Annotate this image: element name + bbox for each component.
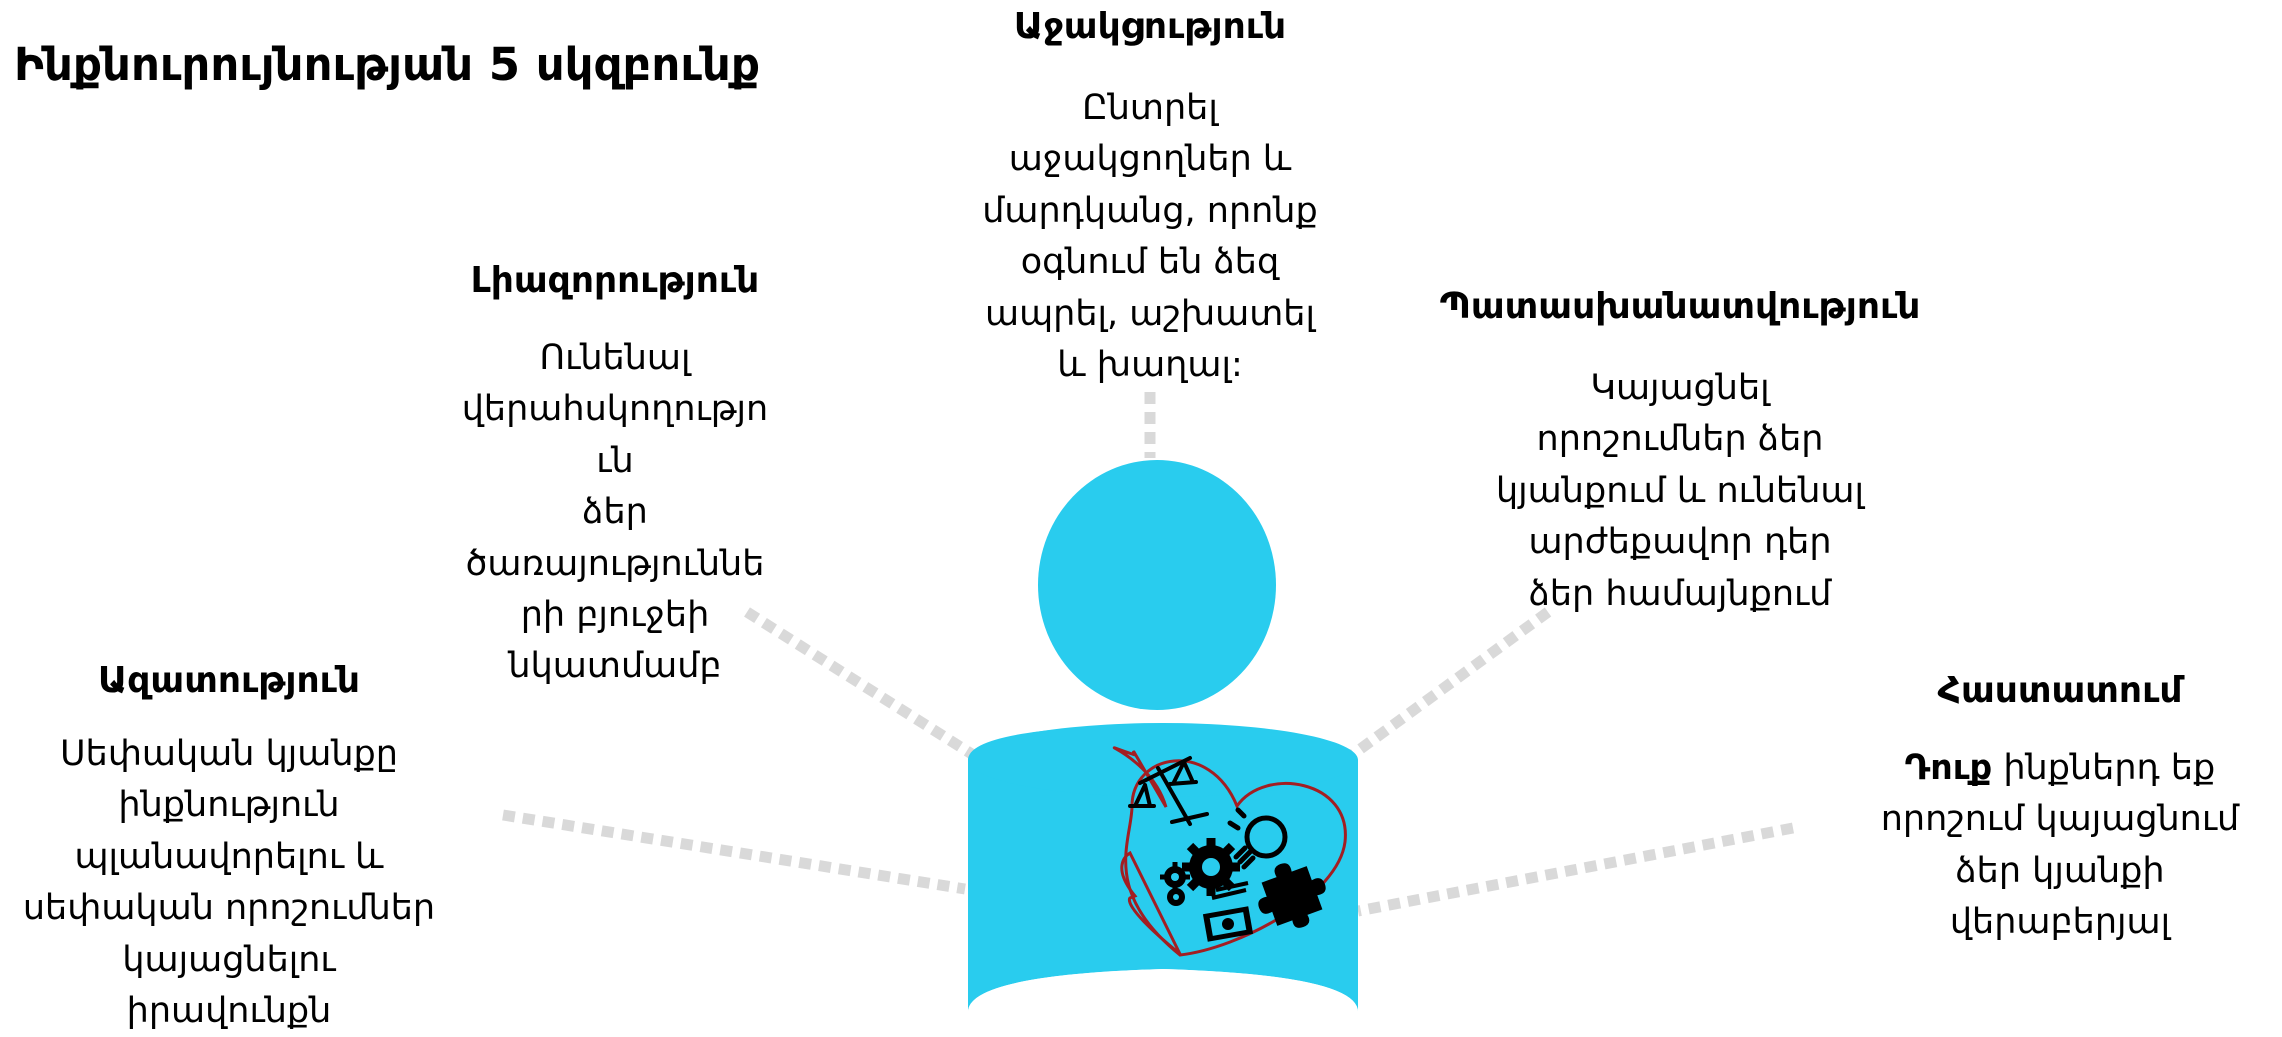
principle-confirmation-line-rest: ինքներդ եք	[1992, 747, 2216, 788]
principle-authority-description: Ունենալ վերահսկողությո ւն ձեր ծառայությո…	[420, 333, 810, 693]
principle-confirmation-line: որոշում կայացնում	[1880, 799, 2240, 840]
scales-icon	[1128, 756, 1209, 826]
principle-authority-line: Ունենալ	[539, 337, 691, 378]
page-title: Ինքնուրույնության 5 սկզբունք	[14, 38, 760, 91]
principle-support-heading: Աջակցություն	[1013, 6, 1287, 47]
principle-confirmation-line: ձեր կյանքի	[1955, 850, 2165, 891]
principle-freedom-description: Սեփական կյանքը ինքնություն պլանավորելու …	[4, 729, 454, 1037]
puzzle-piece-icon	[1258, 863, 1326, 928]
principle-confirmation-description: Դուք ինքներդ եք որոշում կայացնում ձեր կյ…	[1860, 743, 2260, 949]
principle-confirmation-emphasis: Դուք	[1904, 747, 1993, 788]
principle-responsibility-line: արժեքավոր դեր	[1528, 522, 1832, 563]
principle-freedom-line: Սեփական կյանքը	[60, 733, 398, 774]
connector-responsibility	[1344, 607, 1552, 763]
principle-authority-line: նկատմամբ	[508, 646, 722, 687]
principle-support-line: մարդկանց, որոնք	[982, 190, 1318, 231]
lightbulb-icon	[1227, 807, 1288, 870]
principle-responsibility-line: կյանքում և ունենալ	[1496, 470, 1864, 511]
money-icon	[1202, 881, 1254, 942]
principle-confirmation-line: վերաբերյալ	[1949, 902, 2171, 943]
principle-authority-line: ւն	[596, 440, 634, 481]
principle-authority-line: րի բյուջեի	[520, 594, 710, 635]
connector-authority	[744, 607, 981, 763]
principle-responsibility: Պատասխանատվություն Կայացնել որոշումներ ձ…	[1420, 284, 1940, 620]
figure-body-top	[968, 723, 1358, 797]
principle-freedom-line: կայացնելու	[122, 939, 336, 980]
principle-authority-line: ծառայություննե	[465, 543, 765, 584]
gears-icon	[1160, 838, 1240, 906]
principle-responsibility-heading: Պատասխանատվություն	[1439, 286, 1921, 327]
principle-support-line: և խաղալ:	[1057, 344, 1243, 385]
principle-authority-heading: Լիազորություն	[470, 260, 760, 301]
principle-support-line: օգնում են ձեզ	[1020, 242, 1280, 283]
heart-emblem	[1112, 746, 1347, 957]
figure-head	[1038, 460, 1276, 710]
principle-authority-line: ձեր	[582, 492, 648, 533]
principle-support: Աջակցություն Ընտրել աջակցողներ և մարդկան…	[950, 4, 1350, 391]
principle-freedom-line: ինքնություն	[118, 785, 340, 826]
principle-responsibility-description: Կայացնել որոշումներ ձեր կյանքում և ունեն…	[1420, 363, 1940, 620]
principle-confirmation-heading: Հաստատում	[1937, 670, 2183, 711]
principle-freedom: Ազատություն Սեփական կյանքը ինքնություն պ…	[4, 658, 454, 1037]
principle-freedom-line: իրավունքն	[126, 990, 332, 1031]
principle-responsibility-line: ձեր համայնքում	[1528, 573, 1832, 614]
principle-confirmation: Հաստատում Դուք ինքներդ եք որոշում կայացն…	[1860, 668, 2260, 949]
principle-support-line: ապրել, աշխատել	[984, 293, 1315, 334]
connector-confirmation	[1356, 822, 1795, 917]
principle-authority-line: վերահսկողությո	[461, 389, 769, 430]
principle-responsibility-line: որոշումներ ձեր	[1536, 419, 1824, 460]
connector-freedom	[502, 809, 966, 895]
figure-body	[968, 724, 1358, 1012]
figure-body-bottom	[968, 969, 1358, 1012]
diagram-graphic	[502, 392, 1795, 1012]
principle-confirmation-line: Դուք ինքներդ եք	[1860, 743, 2260, 794]
principle-support-line: աջակցողներ և	[1008, 139, 1292, 180]
principle-support-description: Ընտրել աջակցողներ և մարդկանց, որոնք օգնո…	[950, 83, 1350, 392]
principle-freedom-line: սեփական որոշումներ	[22, 888, 436, 929]
connector-lines	[502, 392, 1795, 917]
principle-freedom-line: պլանավորելու և	[74, 836, 384, 877]
principle-freedom-heading: Ազատություն	[97, 660, 361, 701]
principle-support-line: Ընտրել	[1082, 87, 1218, 128]
principle-responsibility-line: Կայացնել	[1590, 367, 1770, 408]
principle-authority: Լիազորություն Ունենալ վերահսկողությո ւն …	[420, 258, 810, 693]
